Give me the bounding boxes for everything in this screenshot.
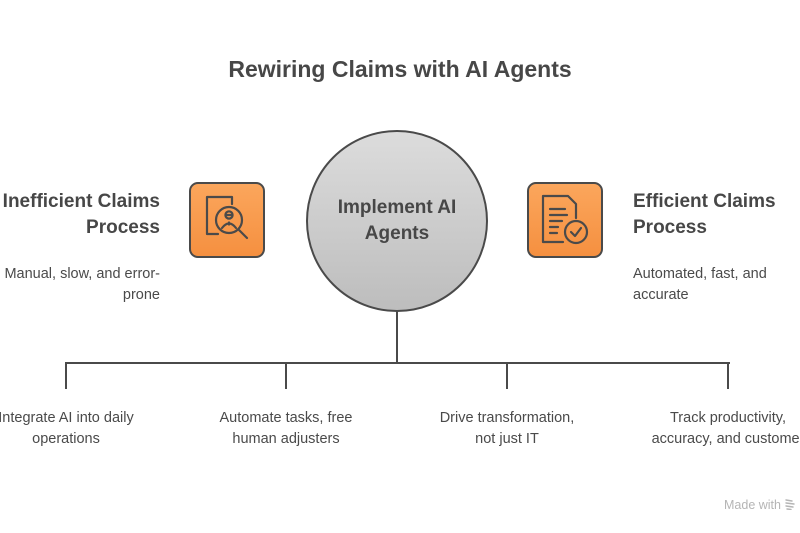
left-description: Manual, slow, and error- prone [4, 264, 160, 306]
left-desc-line1: Manual, slow, and error- [4, 266, 160, 282]
branch-4-line2: accuracy, and customer [651, 431, 800, 447]
branch-leaf-4: Track productivity, accuracy, and custom… [628, 408, 800, 450]
left-title-line1: Inefficient Claims [2, 191, 160, 212]
document-search-person-icon [205, 195, 249, 240]
branch-drop-1 [65, 362, 67, 389]
branch-1-line2: operations [32, 431, 100, 447]
branch-leaf-3: Drive transformation, not just IT [407, 408, 607, 450]
right-desc-line1: Automated, fast, and [633, 266, 767, 282]
left-desc-line2: prone [122, 287, 160, 303]
diagram-title: Rewiring Claims with AI Agents [228, 56, 572, 82]
left-title-line2: Process [86, 217, 160, 238]
center-stem-line [396, 311, 398, 363]
right-title: Efficient Claims Process [633, 189, 776, 241]
branch-2-line1: Automate tasks, free [219, 410, 353, 426]
left-title: Inefficient Claims Process [3, 189, 160, 241]
branch-2-line2: human adjusters [232, 431, 340, 447]
right-desc-line2: accurate [633, 287, 689, 303]
branch-bar-line [65, 362, 730, 364]
right-title-line2: Process [633, 217, 707, 238]
inefficient-process-icon-box [189, 182, 265, 258]
branch-drop-4 [727, 362, 729, 389]
center-label-line2: Agents [364, 223, 430, 244]
branch-3-line2: not just IT [475, 431, 539, 447]
branch-3-line1: Drive transformation, [439, 410, 575, 426]
center-label-line1: Implement AI [337, 197, 457, 218]
branch-leaf-1: Integrate AI into daily operations [0, 408, 166, 450]
watermark-text: Made with [724, 498, 781, 512]
center-label: Implement AI Agents [322, 195, 472, 247]
branch-4-line1: Track productivity, [669, 410, 787, 426]
branch-leaf-2: Automate tasks, free human adjusters [186, 408, 386, 450]
branch-1-line1: Integrate AI into daily [0, 410, 134, 426]
implement-ai-agents-node: Implement AI Agents [306, 130, 488, 312]
right-title-line1: Efficient Claims [633, 191, 776, 212]
branch-drop-2 [285, 362, 287, 389]
efficient-process-icon-box [527, 182, 603, 258]
napkin-logo-icon [785, 499, 796, 511]
branch-drop-3 [506, 362, 508, 389]
document-check-icon [541, 194, 589, 245]
right-description: Automated, fast, and accurate [633, 264, 767, 306]
made-with-watermark[interactable]: Made with [724, 498, 796, 512]
